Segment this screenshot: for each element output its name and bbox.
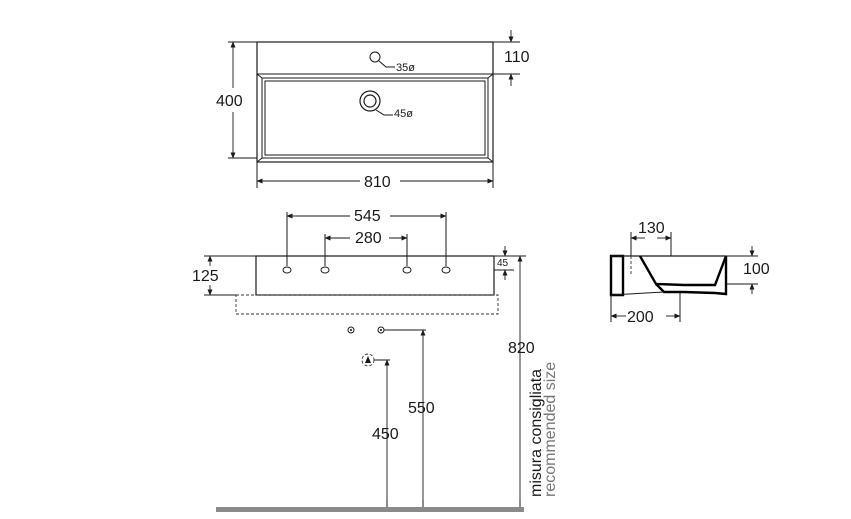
basin-outline-front bbox=[255, 255, 495, 296]
fixing-hole-icon bbox=[282, 266, 292, 274]
recommended-size-it: misura consigliata bbox=[528, 369, 545, 497]
basin-height-dimension: 125 bbox=[192, 268, 219, 285]
waste-height-dimension: 450 bbox=[372, 426, 399, 443]
total-height-dimension: 820 bbox=[508, 340, 535, 357]
side-width-dimension: 200 bbox=[627, 309, 654, 326]
countertop-outline bbox=[235, 294, 499, 315]
rim-depth-dimension: 110 bbox=[504, 49, 530, 66]
fixing-hole-icon bbox=[402, 266, 412, 274]
waste-point-icon bbox=[347, 326, 355, 334]
recommended-size-en: recommended size bbox=[542, 362, 559, 497]
basin-inner-bowl-edge bbox=[264, 80, 486, 156]
fixing-hole-icon bbox=[441, 266, 451, 274]
basin-inner-bowl bbox=[261, 77, 489, 159]
side-height-dimension: 100 bbox=[743, 261, 770, 278]
top-view: 35ø 45ø 110 400 810 bbox=[216, 30, 530, 191]
tap-hole-icon bbox=[369, 51, 381, 63]
front-view: 545 280 125 45 820 misura consigliata re… bbox=[192, 208, 559, 512]
supply-height-dimension: 550 bbox=[408, 400, 435, 417]
drain-hole-icon bbox=[359, 90, 381, 112]
outer-holes-dimension: 545 bbox=[354, 208, 381, 225]
basin-width-dimension: 810 bbox=[364, 174, 391, 191]
side-view: 130 100 200 bbox=[609, 220, 770, 326]
basin-outline-top bbox=[256, 41, 494, 163]
tap-hole-diameter: 35ø bbox=[396, 62, 415, 74]
floor-line bbox=[216, 507, 524, 512]
basin-depth-dimension: 400 bbox=[216, 93, 243, 110]
inner-holes-dimension: 280 bbox=[355, 230, 382, 247]
fixing-hole-icon bbox=[320, 266, 330, 274]
side-top-dimension: 130 bbox=[638, 220, 665, 237]
hole-height-dimension: 45 bbox=[497, 258, 509, 269]
basin-section-outline bbox=[609, 254, 625, 297]
drain-hole-diameter: 45ø bbox=[394, 108, 413, 120]
